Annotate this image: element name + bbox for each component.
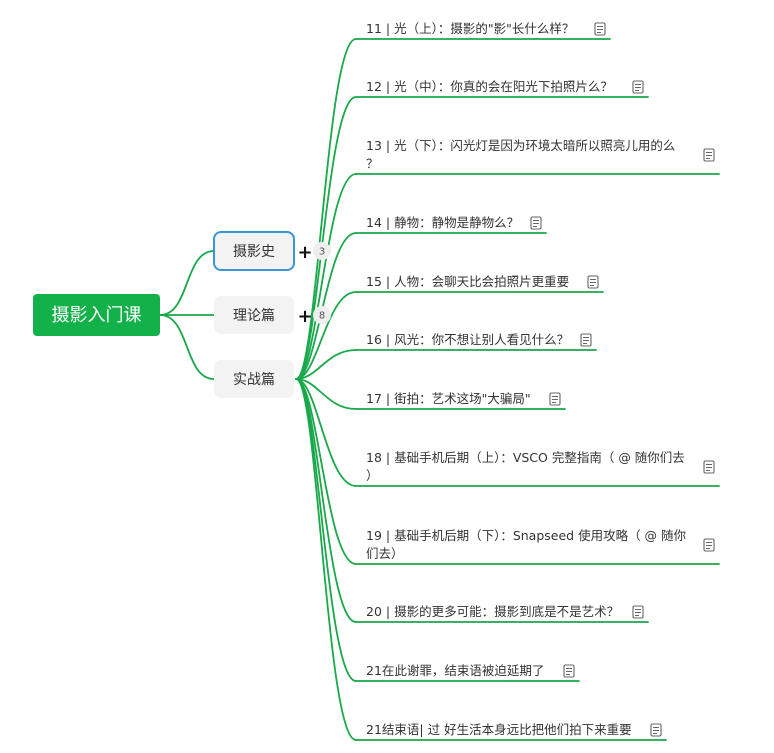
main-topic-box [213, 231, 295, 271]
collapsed-count-badge [313, 242, 331, 260]
subtopic-label: 14 | 静物：静物是静物么？ [366, 215, 519, 230]
subtopic-2[interactable]: 12 | 光（中）：你真的会在阳光下拍照片么？ [355, 79, 649, 98]
main-topics: 摄影史 +3 理论篇 +8 实战篇 [213, 231, 331, 398]
root-topic-label: 摄影入门课 [52, 305, 142, 326]
connector-line [295, 96, 357, 380]
subtopic-label: 12 | 光（中）：你真的会在阳光下拍照片么？ [366, 79, 613, 94]
subtopic-12[interactable]: 21结束语| 过 好生活本身远比把他们拍下来重要 [355, 722, 667, 741]
subtopic-8[interactable]: 18 | 基础手机后期（上）：VSCO 完整指南（ @ 随你们去 ） [355, 450, 720, 487]
connector-line [295, 378, 357, 487]
main-topic-label: 理论篇 [233, 308, 275, 324]
subtopic-label: 13 | 光（下）：闪光灯是因为环境太暗所以照亮儿用的么 [366, 138, 675, 153]
note-icon-frame [580, 333, 592, 347]
plus-icon[interactable]: +3 [297, 242, 331, 263]
connector-line [295, 378, 357, 682]
plus-glyph: + [297, 242, 312, 263]
note-icon-frame [563, 664, 575, 678]
main-topic-box [214, 360, 294, 398]
subtopic-label: ） [366, 468, 379, 483]
subtopic-label: 们去） [366, 546, 404, 561]
note-icon[interactable] [587, 275, 599, 289]
note-icon[interactable] [632, 80, 644, 94]
subtopic-11[interactable]: 21在此谢罪，结束语被迫延期了 [355, 663, 580, 682]
collapsed-count: 3 [319, 247, 325, 258]
note-icon-frame [530, 216, 542, 230]
main-topic-label: 摄影史 [233, 244, 275, 260]
note-icon-frame [587, 275, 599, 289]
connector-line [295, 378, 357, 741]
subtopic-4[interactable]: 14 | 静物：静物是静物么？ [355, 215, 547, 234]
subtopic-label: 20 | 摄影的更多可能：摄影到底是不是艺术？ [366, 604, 619, 619]
subtopic-label: 11 | 光（上）：摄影的"影"长什么样？ [366, 21, 574, 36]
subtopic-label: 17 | 街拍：艺术这场"大骗局" [366, 391, 531, 406]
note-icon[interactable] [650, 723, 662, 737]
main-topic-3[interactable]: 实战篇 [214, 360, 294, 398]
subtopic-label: 15 | 人物：会聊天比会拍照片更重要 [366, 274, 569, 289]
subtopic-label: 21结束语| 过 好生活本身远比把他们拍下来重要 [366, 722, 632, 737]
subtopic-label: 21在此谢罪，结束语被迫延期了 [366, 663, 544, 678]
subtopic-5[interactable]: 15 | 人物：会聊天比会拍照片更重要 [355, 274, 604, 293]
subtopic-9[interactable]: 19 | 基础手机后期（下）：Snapseed 使用攻略（ @ 随你们去） [355, 528, 720, 565]
connector-lines [159, 38, 357, 741]
connector-line [295, 349, 357, 380]
subtopic-label: 16 | 风光：你不想让别人看见什么？ [366, 332, 569, 347]
subtopic-10[interactable]: 20 | 摄影的更多可能：摄影到底是不是艺术？ [355, 604, 649, 623]
note-icon-frame [650, 723, 662, 737]
connector-line [295, 291, 357, 380]
main-topic-1[interactable]: 摄影史 [213, 231, 295, 271]
subtopic-1[interactable]: 11 | 光（上）：摄影的"影"长什么样？ [355, 21, 611, 40]
note-icon[interactable] [632, 605, 644, 619]
note-icon-frame [632, 605, 644, 619]
collapsed-count: 8 [319, 311, 325, 322]
note-icon[interactable] [594, 22, 606, 36]
subtopic-label: 18 | 基础手机后期（上）：VSCO 完整指南（ @ 随你们去 [366, 450, 685, 465]
note-icon-frame [703, 460, 715, 474]
subtopic-7[interactable]: 17 | 街拍：艺术这场"大骗局" [355, 391, 566, 410]
main-topic-box [214, 296, 294, 334]
plus-icon[interactable]: +8 [297, 306, 331, 327]
note-icon[interactable] [703, 148, 715, 162]
main-topic-2[interactable]: 理论篇 [214, 296, 294, 334]
subtopic-label: ？ [366, 156, 379, 171]
subtopic-3[interactable]: 13 | 光（下）：闪光灯是因为环境太暗所以照亮儿用的么 ？ [355, 138, 720, 175]
connector-line [295, 378, 357, 410]
note-icon[interactable] [563, 664, 575, 678]
note-icon[interactable] [530, 216, 542, 230]
note-icon[interactable] [703, 460, 715, 474]
note-icon-frame [703, 148, 715, 162]
connector-line [159, 250, 215, 316]
note-icon[interactable] [549, 392, 561, 406]
note-icon-frame [632, 80, 644, 94]
connector-line [295, 232, 357, 380]
root-topic[interactable]: 摄影入门课 [33, 294, 160, 336]
connector-line [295, 173, 357, 380]
note-icon-frame [703, 538, 715, 552]
main-topic-label: 实战篇 [233, 372, 275, 388]
note-icon[interactable] [703, 538, 715, 552]
subtopics: 11 | 光（上）：摄影的"影"长什么样？ 12 | 光（中）：你真的会在阳光下拍… [355, 21, 720, 741]
note-icon[interactable] [580, 333, 592, 347]
plus-glyph: + [297, 306, 312, 327]
collapsed-count-badge [313, 306, 331, 324]
connector-line [295, 378, 357, 565]
connector-line [159, 314, 215, 380]
subtopic-label: 19 | 基础手机后期（下）：Snapseed 使用攻略（ @ 随你 [366, 528, 686, 543]
root-topic-box [33, 294, 160, 336]
note-icon-frame [549, 392, 561, 406]
note-icon-frame [594, 22, 606, 36]
subtopic-6[interactable]: 16 | 风光：你不想让别人看见什么？ [355, 332, 597, 351]
